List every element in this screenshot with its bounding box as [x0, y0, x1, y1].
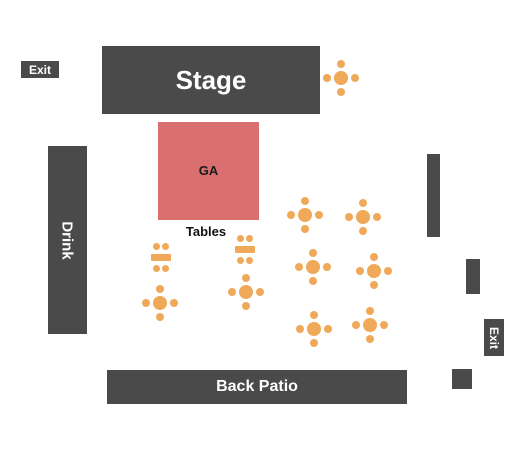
round-table[interactable]	[228, 274, 264, 310]
drink-label: Drink	[59, 220, 76, 260]
cocktail-table[interactable]	[235, 235, 255, 265]
cocktail-table[interactable]	[151, 243, 171, 273]
round-table[interactable]	[142, 285, 178, 321]
wall-block-right-upper	[427, 154, 440, 237]
round-table[interactable]	[295, 249, 331, 285]
tables-label: Tables	[185, 224, 227, 239]
round-table[interactable]	[296, 311, 332, 347]
round-table[interactable]	[352, 307, 388, 343]
ga-label: GA	[198, 162, 219, 178]
exit-right-label: Exit	[487, 326, 502, 349]
stage-label: Stage	[175, 64, 247, 95]
wall-block-right-middle	[466, 259, 480, 294]
round-table[interactable]	[356, 253, 392, 289]
stage: Stage	[102, 46, 320, 114]
back-patio-label: Back Patio	[216, 378, 298, 395]
exit-sign-right: Exit	[484, 319, 504, 356]
round-table[interactable]	[287, 197, 323, 233]
back-patio: Back Patio	[107, 370, 407, 404]
exit-top-label: Exit	[28, 62, 51, 77]
ga-section[interactable]: GA	[158, 122, 259, 220]
wall-block-right-lower	[452, 369, 472, 389]
drink-bar: Drink	[48, 146, 87, 334]
round-table[interactable]	[345, 199, 381, 235]
exit-sign-top-left: Exit	[21, 61, 59, 78]
round-table[interactable]	[323, 60, 359, 96]
